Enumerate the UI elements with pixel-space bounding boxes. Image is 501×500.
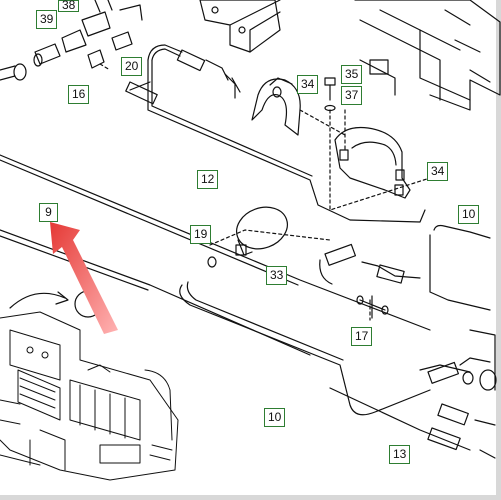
callout-34-lower[interactable]: 34 xyxy=(427,162,449,181)
callout-12[interactable]: 12 xyxy=(197,170,219,189)
accumulator-33 xyxy=(207,206,288,268)
top-left-fittings xyxy=(0,0,143,81)
red-pointer-arrow xyxy=(50,222,118,334)
tee-fitting-17 xyxy=(356,295,389,319)
callout-13[interactable]: 13 xyxy=(389,445,411,464)
callout-17[interactable]: 17 xyxy=(351,327,373,346)
callout-38[interactable]: 38 xyxy=(58,0,80,12)
hose-10 xyxy=(179,224,491,416)
hose-12 xyxy=(125,44,426,223)
callout-39[interactable]: 39 xyxy=(36,10,58,29)
frame-bottom-shadow xyxy=(0,495,501,500)
callout-37[interactable]: 37 xyxy=(341,86,363,105)
callout-16[interactable]: 16 xyxy=(68,85,90,104)
callout-19[interactable]: 19 xyxy=(190,225,212,244)
callout-33[interactable]: 33 xyxy=(266,266,288,285)
bracket-34-lower xyxy=(334,126,411,199)
callout-9[interactable]: 9 xyxy=(39,203,58,222)
callout-35[interactable]: 35 xyxy=(341,65,363,84)
hose-13 xyxy=(329,329,497,459)
callout-34-top[interactable]: 34 xyxy=(297,75,319,94)
machine-frame-top xyxy=(354,0,501,111)
frame-right-shadow xyxy=(496,0,501,500)
manifold-block xyxy=(199,0,281,53)
callout-10-right[interactable]: 10 xyxy=(458,205,480,224)
callout-20[interactable]: 20 xyxy=(121,57,143,76)
callout-10-bottom[interactable]: 10 xyxy=(264,408,286,427)
clamp-34-top xyxy=(251,77,301,136)
dashed-leaders xyxy=(99,63,431,321)
machine-inset xyxy=(0,311,179,481)
bolt-35 xyxy=(324,77,336,112)
